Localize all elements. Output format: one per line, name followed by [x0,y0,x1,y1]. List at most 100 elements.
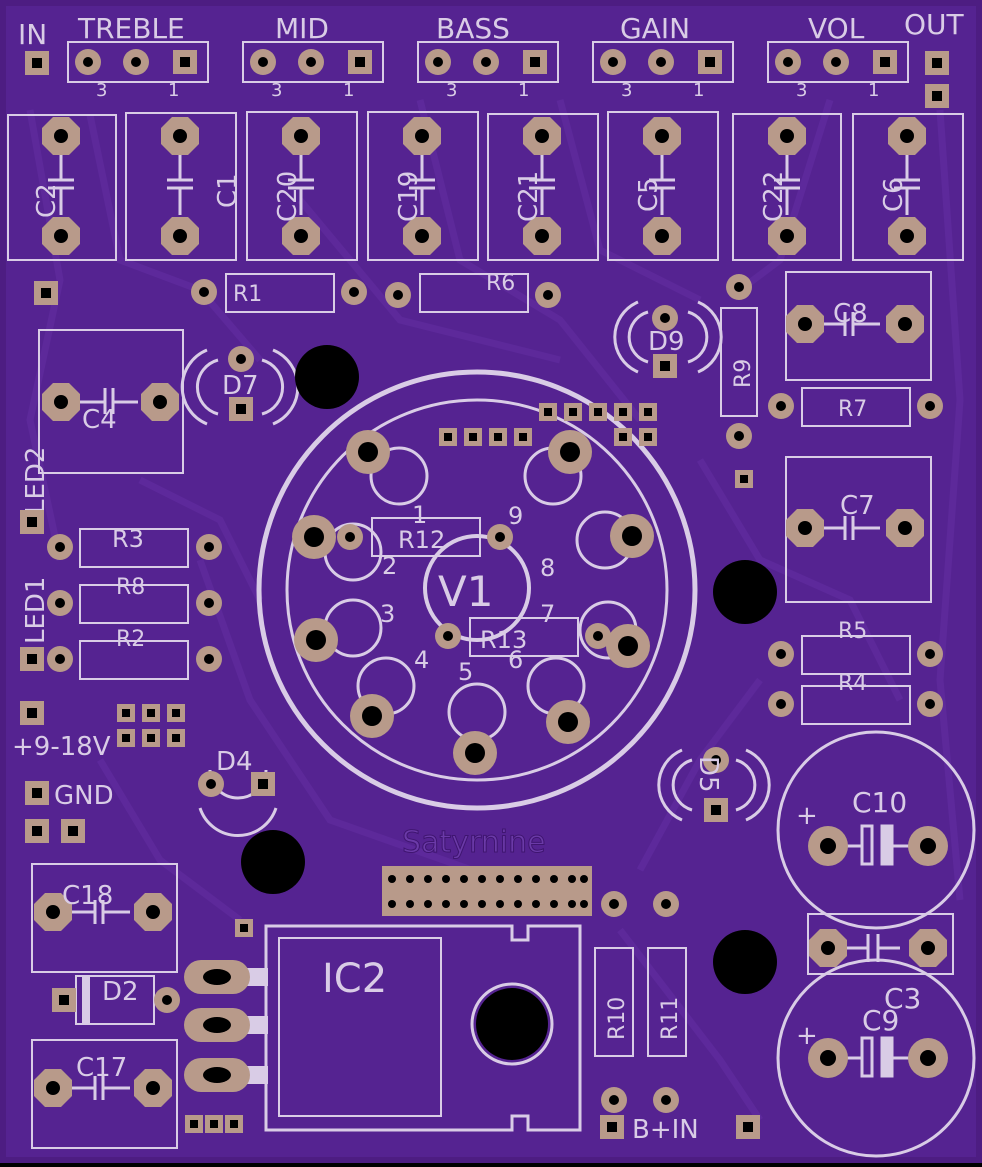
label-c9: C9 [862,1004,899,1037]
c18-outline [31,863,178,973]
label-c6: C6 [879,177,909,212]
c4-pad-2 [141,383,179,421]
label-r5: R5 [838,619,867,644]
gnd-pad [25,781,49,805]
led1-pad [20,647,44,671]
r12-pad-2 [487,524,513,550]
label-out: OUT [904,8,965,41]
c3-outline [807,913,954,975]
label-d9: D9 [648,327,685,357]
label-c5: C5 [634,177,664,212]
label-c19: C19 [394,171,424,222]
long-header [382,866,592,916]
pin-label-1: 1 [693,80,704,101]
label-c3: C3 [884,982,921,1015]
label-supply: +9-18V [12,732,111,762]
copper-traces [26,98,964,1122]
via-pad [735,470,753,488]
pin-label-3: 3 [796,80,807,101]
label-r8: R8 [116,575,145,600]
label-r2: R2 [116,627,145,652]
label-r7: R7 [838,397,867,422]
d5-pad-k [704,798,728,822]
c10-outline [776,730,976,930]
d9-outline [613,300,723,374]
pin-label-1: 1 [518,80,529,101]
resistor-outlines-top [225,273,911,427]
d2-pad-a [154,987,180,1013]
c3-symbol [846,934,900,962]
label-d4: D4 [216,747,253,777]
d9-pad-k [653,354,677,378]
led2-pad [20,510,44,534]
right-cap-symbols [820,312,880,540]
label-c10: C10 [852,786,907,819]
label-treble: TREBLE [77,12,185,45]
c10-pad-pos [808,826,848,866]
label-vol: VOL [808,12,865,45]
label-c22: C22 [759,171,789,222]
c17-outline [31,1039,178,1149]
pot-header-outlines [67,41,909,83]
label-d7: D7 [222,371,259,401]
top-cap-outlines [7,111,964,261]
tube-pin-label-9: 9 [508,502,523,530]
tube-pin-label-6: 6 [508,646,523,674]
label-c20: C20 [273,171,303,222]
c10-symbol [845,824,912,866]
label-gain: GAIN [620,12,690,45]
c17-pad-2 [134,1069,172,1107]
label-r4: R4 [838,671,867,696]
bplus-pad [600,1115,624,1139]
d2-band [82,976,90,1024]
bplus-pad-2 [736,1115,760,1139]
header-block-bottom [185,1115,243,1133]
c9-pad-neg [908,1038,948,1078]
r10-r11-outlines [594,947,687,1057]
pin-label-3: 3 [446,80,457,101]
label-c4: C4 [82,405,117,435]
gnd-pad-2 [25,819,49,843]
c4-pad-1 [42,383,80,421]
r13-pad-1 [435,623,461,649]
tube-pin-label-8: 8 [540,554,555,582]
tube-pin-label-1: 1 [412,501,427,529]
label-r12: R12 [398,526,445,554]
label-c17: C17 [76,1053,127,1083]
c3-pad-2 [909,929,947,967]
label-r11: R11 [658,997,683,1040]
label-r6: R6 [486,271,515,296]
pin-label-1: 1 [343,80,354,101]
pin-label-1: 1 [168,80,179,101]
gnd-pad-3 [61,819,85,843]
c10-polarity: + [796,801,818,831]
c17-pad-1 [34,1069,72,1107]
r12-pad-1 [337,524,363,550]
c18-pad-2 [134,893,172,931]
ic2-aux-pad [235,919,253,937]
d2-pad-k [52,988,76,1012]
r5-r4-outlines [801,635,911,725]
label-c7: C7 [840,491,875,521]
tube-pin-label-5: 5 [458,658,473,686]
brand-text: Satyrnine [402,825,546,860]
label-v1: V1 [438,567,493,616]
c3-pad-1 [809,929,847,967]
label-led2: LED2 [21,447,51,514]
r13-pad-2 [585,623,611,649]
label-r10: R10 [605,997,630,1040]
label-r9: R9 [731,359,756,388]
label-led1: LED1 [21,577,51,644]
d7-pad-a [228,346,254,372]
label-in: IN [18,18,47,51]
pin-label-1: 1 [868,80,879,101]
tube-pin-label-7: 7 [540,600,555,628]
ic2-outline [264,924,582,1132]
c4-outline [38,329,184,474]
supply-pad [20,701,44,725]
label-r13: R13 [480,626,527,654]
tube-pin-label-3: 3 [380,600,395,628]
pin-label-3: 3 [271,80,282,101]
r12-r13-outlines [371,517,579,657]
